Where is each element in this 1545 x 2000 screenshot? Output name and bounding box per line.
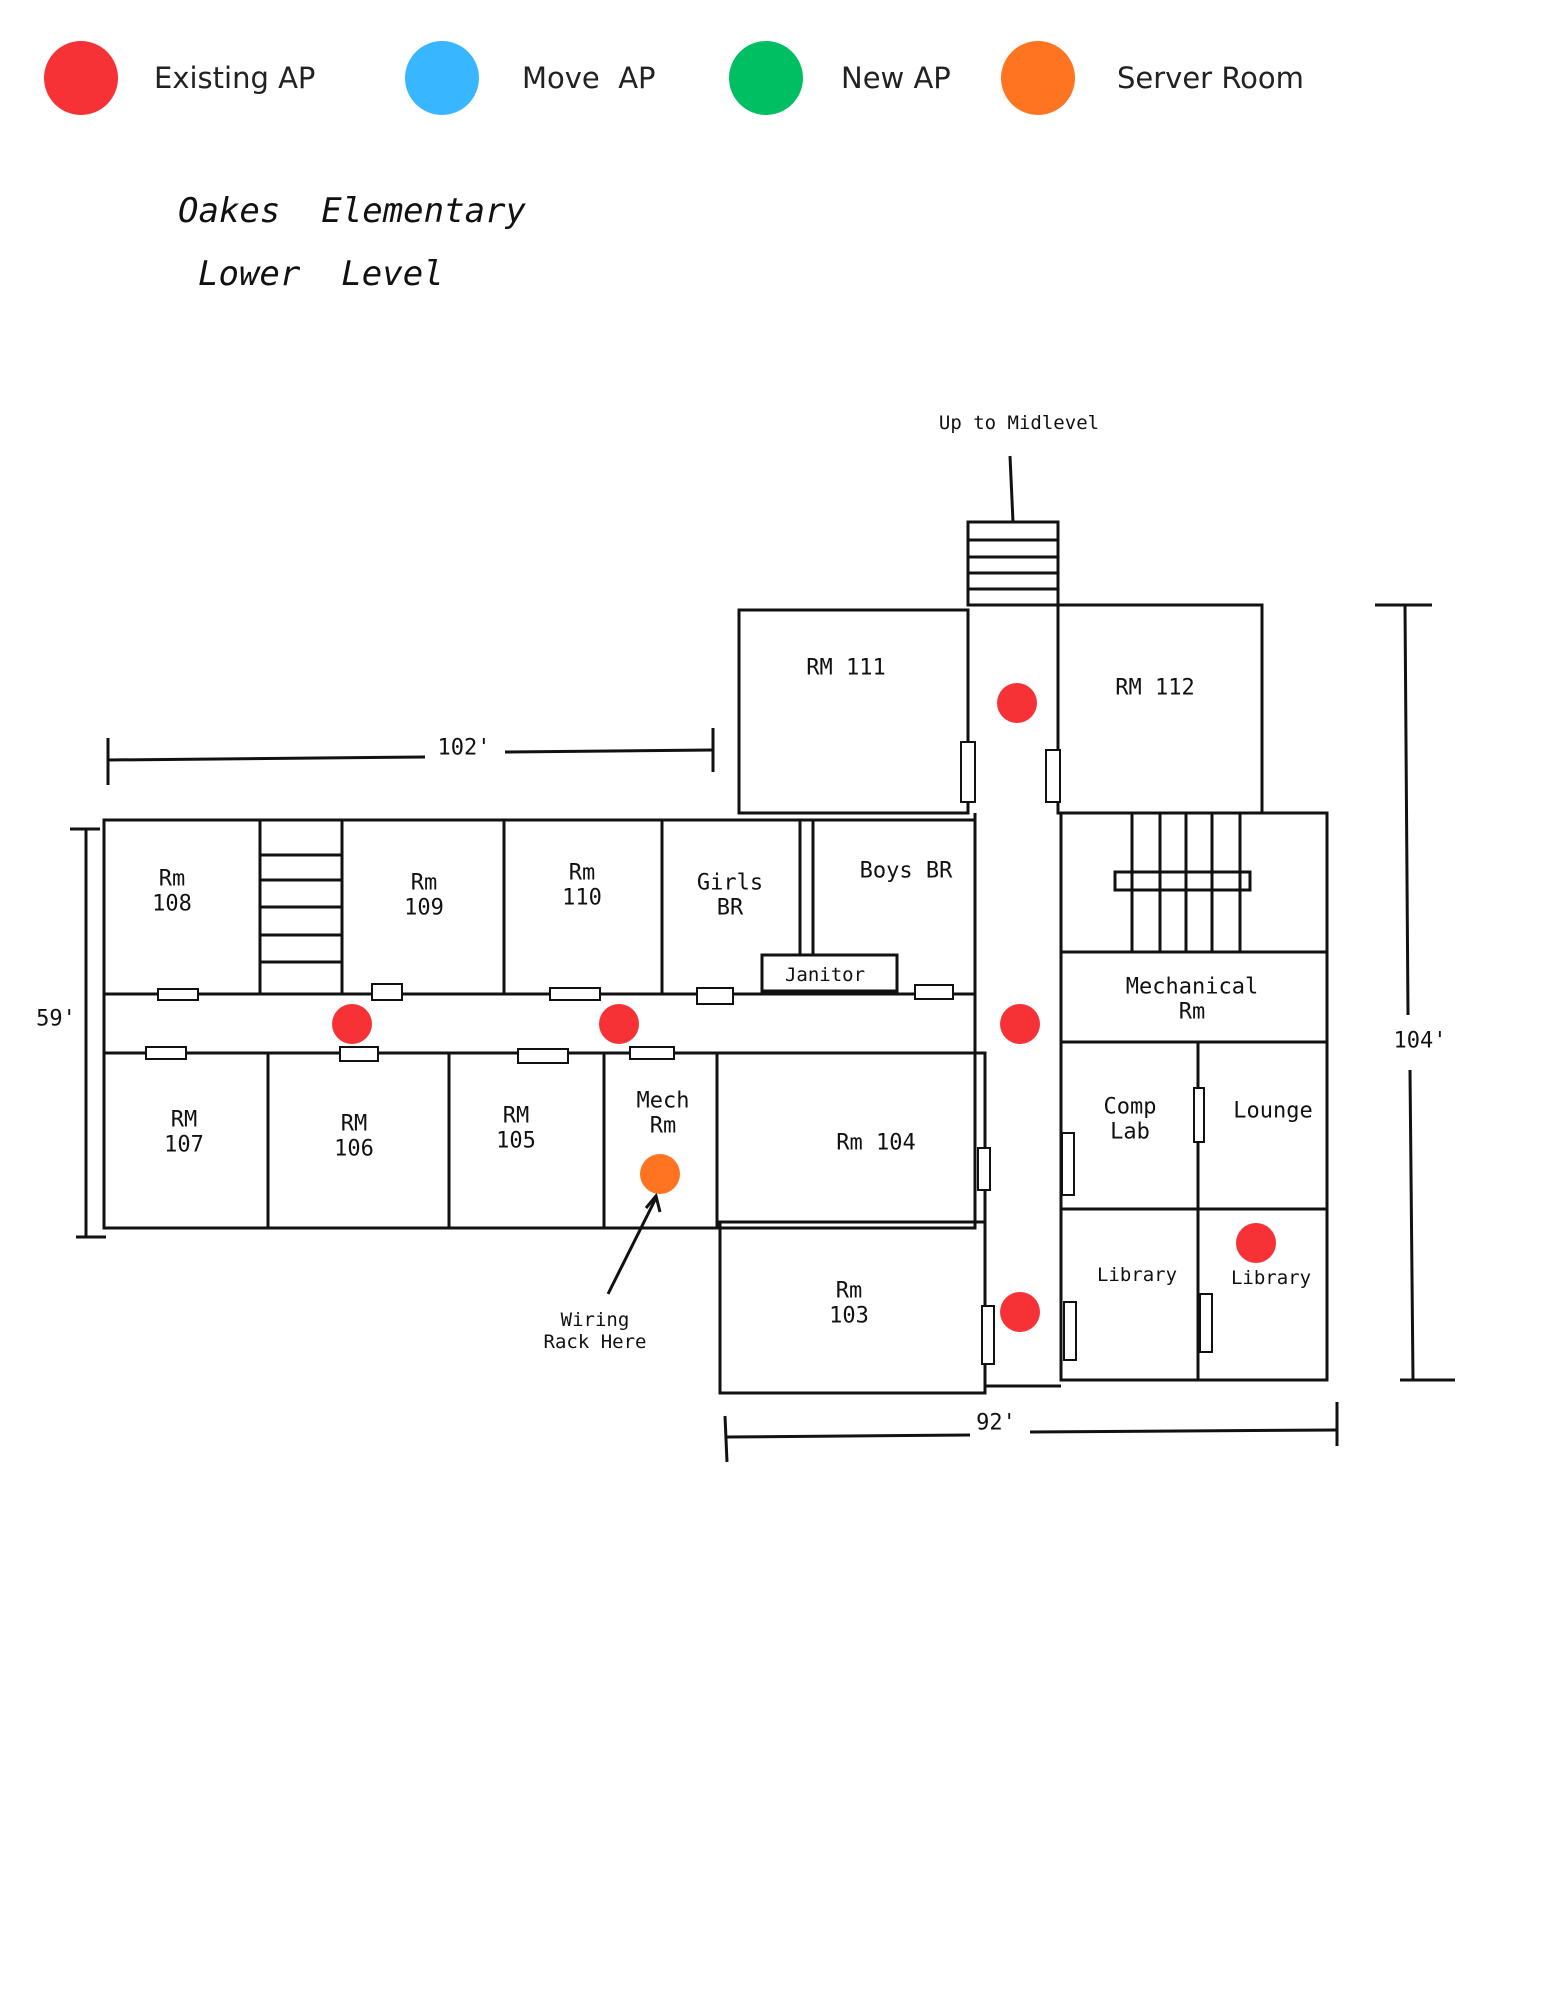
dimension-bottom-label: 92' [976, 1410, 1016, 1436]
legend-existing-ap-label: Existing AP [154, 61, 316, 95]
existing-ap-marker [332, 1004, 372, 1044]
midlevel-leader [1008, 455, 1015, 523]
room-label-rm112: RM 112 [1115, 675, 1195, 701]
room-label-rm104: Rm 104 [836, 1130, 916, 1156]
existing-ap-marker [997, 683, 1037, 723]
dimension-right [1375, 603, 1455, 1382]
room-label-girls-br: Girls BR [696, 870, 764, 921]
existing-ap-marker [1000, 1004, 1040, 1044]
room-label-rm110: Rm 110 [562, 860, 602, 911]
rm111-outline [737, 608, 970, 815]
rm112-outline [1056, 603, 1264, 815]
stairs-north [966, 520, 1060, 607]
existing-ap-marker [599, 1004, 639, 1044]
legend-server-room-swatch [1001, 41, 1075, 115]
dimension-left-label: 59' [36, 1006, 76, 1032]
legend-move-ap-label: Move AP [522, 61, 656, 95]
existing-ap-marker [1236, 1223, 1276, 1263]
room-label-rm107: RM 107 [164, 1107, 204, 1158]
plan-title: Oakes Elementary [178, 191, 526, 231]
room-label-lounge: Lounge [1233, 1098, 1313, 1124]
room-label-boys-br: Boys BR [859, 858, 953, 884]
room-label-mech-rm: Mech Rm [636, 1088, 690, 1139]
wiring-rack-label: Wiring Rack Here [543, 1309, 647, 1353]
stairs-east [1113, 813, 1252, 952]
dimension-bottom [723, 1402, 1339, 1463]
legend-new-ap-swatch [729, 41, 803, 115]
room-label-library: Library [1096, 1264, 1178, 1287]
stairs-left [260, 853, 342, 964]
janitor-closet [760, 953, 899, 993]
room-label-comp-lab: Comp Lab [1103, 1094, 1157, 1145]
room-label-rm109: Rm 109 [404, 870, 444, 921]
room-label-rm106: RM 106 [334, 1111, 374, 1162]
dimension-top [106, 728, 715, 785]
room-label-library: Library [1230, 1267, 1312, 1290]
legend-new-ap-label: New AP [841, 61, 951, 95]
wiring-arrow [606, 1197, 658, 1295]
room-label-janitor: Janitor [784, 964, 866, 987]
dimension-top-label: 102' [437, 735, 491, 761]
left-wing-outline [102, 818, 977, 1230]
server-room-marker [640, 1154, 680, 1194]
plan-subtitle: Lower Level [198, 254, 444, 294]
wiring-arrowhead [644, 1192, 662, 1213]
doors [145, 741, 1213, 1365]
room-label-rm105: RM 105 [496, 1103, 536, 1154]
legend-existing-ap-swatch [44, 41, 118, 115]
room-label-rm103: Rm 103 [829, 1278, 869, 1329]
stairs-up-label: Up to Midlevel [938, 412, 1100, 435]
dimension-right-label: 104' [1393, 1028, 1447, 1054]
room-label-rm108: Rm 108 [152, 866, 192, 917]
existing-ap-marker [1000, 1292, 1040, 1332]
room-label-mechanical-rm: Mechanical Rm [1125, 974, 1259, 1025]
legend-server-room-label: Server Room [1117, 61, 1304, 95]
room-label-rm111: RM 111 [806, 655, 886, 681]
dimension-left [70, 827, 106, 1239]
legend-move-ap-swatch [405, 41, 479, 115]
